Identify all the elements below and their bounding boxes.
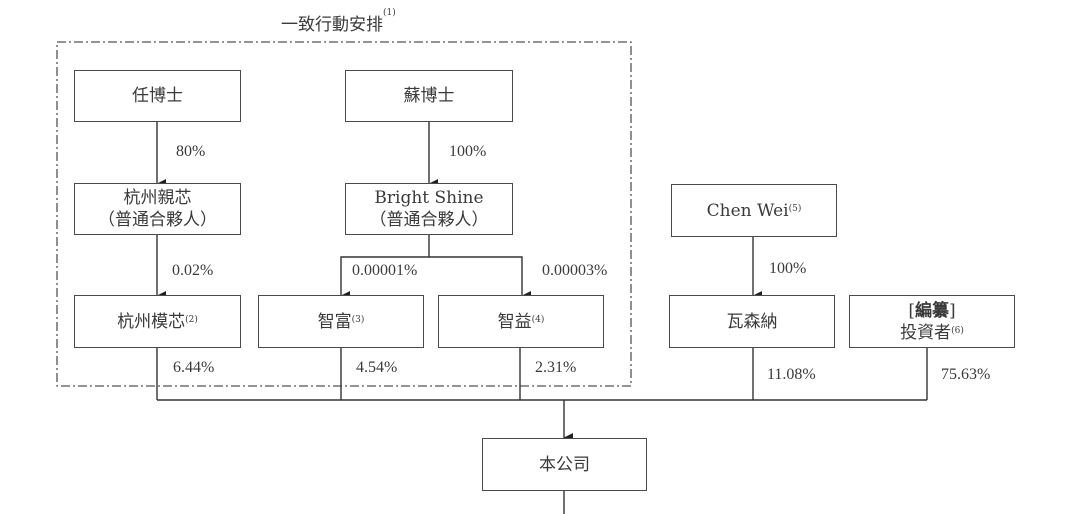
entity-dr-ren: 任博士 (74, 70, 241, 122)
entity-bright-shine: Bright Shine （普通合夥人） (345, 183, 513, 235)
pct-zhifu-company: 4.54% (356, 359, 398, 376)
pct-investors-company: 75.63% (941, 366, 991, 383)
edge-bright-zhiyi (429, 256, 531, 301)
pct-su-bright: 100% (449, 143, 487, 160)
entity-zhifu: 智富(3) (258, 295, 424, 348)
entity-zhiyi: 智益(4) (438, 295, 604, 348)
entity-hangzhou-qinxin: 杭州親芯 （普通合夥人） (74, 183, 241, 235)
edge-bright-split (340, 234, 430, 301)
pct-qinxin-moxin: 0.02% (172, 262, 214, 279)
pct-bright-zhifu: 0.00001% (352, 262, 418, 279)
entity-chen-wei: Chen Wei(5) (671, 184, 837, 237)
pct-moxin-company: 6.44% (173, 359, 215, 376)
entity-dr-su: 蘇博士 (345, 70, 513, 122)
entity-wasenna: 瓦森納 (669, 295, 835, 348)
pct-bright-zhiyi: 0.00003% (542, 262, 608, 279)
entity-hangzhou-moxin: 杭州模芯(2) (74, 295, 241, 348)
pct-zhiyi-company: 2.31% (535, 359, 577, 376)
entity-company: 本公司 (482, 438, 647, 491)
pct-ren-qinxin: 80% (176, 143, 206, 160)
pct-chen-wasenna: 100% (769, 260, 807, 277)
pct-wasenna-company: 11.08% (767, 366, 816, 383)
concert-party-title: 一致行動安排(1) (281, 8, 396, 35)
entity-investors: [編纂] 投資者(6) (849, 295, 1015, 348)
